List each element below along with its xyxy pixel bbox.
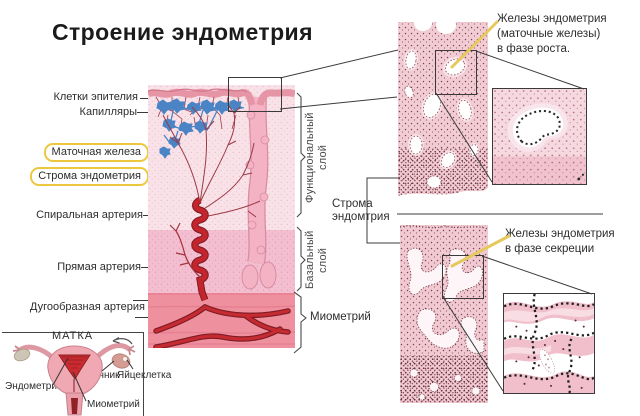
label-spiral-artery: Спиральная артерия: [36, 209, 143, 221]
label-uterus: МАТКА: [52, 330, 94, 342]
growth-line3: в фазе роста.: [497, 43, 571, 55]
magnified-gland-growth: [492, 88, 587, 185]
page-title: Строение эндометрия: [52, 19, 313, 45]
label-endometrial-stroma: Строма эндометрия: [30, 167, 149, 186]
label-capillaries: Капилляры: [79, 106, 137, 118]
label-epithelium-cells: Клетки эпителия: [53, 91, 138, 103]
stroma-line2: эндомтрия: [332, 211, 390, 223]
label-inset-endometrium: Эндометрий: [5, 381, 63, 392]
histology-secretion-phase: [400, 225, 488, 403]
label-glands-growth-phase: Железы эндометрия (маточные железы) в фа…: [497, 12, 607, 57]
secretion-line2: в фазе секреции: [505, 243, 595, 255]
label-myometrium: Миометрий: [310, 311, 371, 323]
label-inset-egg-cell: Яйцеклетка: [117, 370, 172, 381]
stroma-line1: Строма: [332, 198, 373, 210]
inset-border-top: [2, 332, 143, 333]
source-region-box-schematic: [228, 77, 282, 112]
growth-line2: (маточные железы): [497, 28, 601, 40]
label-straight-artery: Прямая артерия: [57, 261, 141, 273]
label-inset-ovary: Яичник: [86, 370, 120, 381]
label-uterine-gland: Маточная железа: [43, 143, 149, 162]
functional-layer-line2: слой: [317, 144, 329, 171]
uterus-inset-illustration: [12, 336, 136, 416]
label-inset-myometrium: Миометрий: [87, 399, 140, 410]
source-region-box-secretion: [442, 255, 484, 299]
label-functional-layer: Функциональный слой: [304, 95, 330, 220]
label-stroma-endometrium: Строма эндомтрия: [332, 198, 390, 224]
inset-border-right: [143, 332, 144, 416]
basal-layer-line1: Базальный: [304, 230, 316, 290]
leader-line: [137, 112, 157, 113]
endometrium-schematic: [148, 85, 295, 348]
label-arcuate-artery: Дугообразная артерия: [29, 301, 145, 313]
functional-layer-line1: Функциональный: [304, 112, 316, 203]
label-basal-layer: Базальный слой: [304, 227, 330, 293]
histology-growth-phase: [398, 20, 488, 207]
label-glands-secretion-phase: Железы эндометрия в фазе секреции: [505, 227, 615, 257]
source-region-box-growth: [435, 50, 477, 95]
basal-layer-line2: слой: [317, 247, 329, 273]
secretion-line1: Железы эндометрия: [505, 228, 615, 240]
magnified-gland-secretion: [503, 293, 595, 394]
growth-line1: Железы эндометрия: [497, 13, 607, 25]
